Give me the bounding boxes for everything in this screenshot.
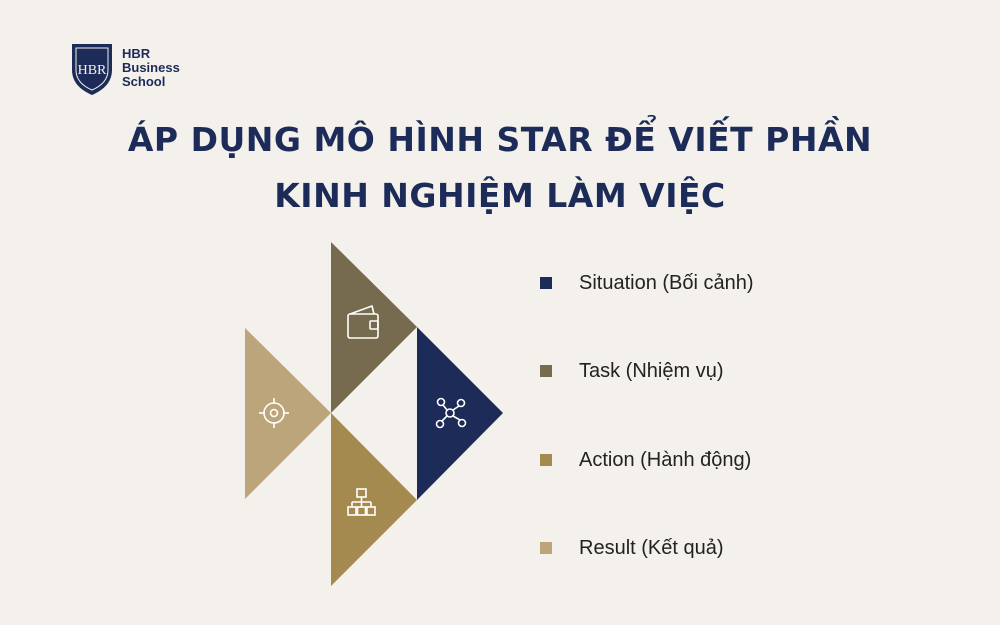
legend-label: Situation (Bối cảnh) [579,271,754,294]
hbr-logo: HBR HBR Business School [68,40,198,98]
legend-item-situation: Situation (Bối cảnh) [540,268,840,298]
logo-wordmark: HBR Business School [122,47,180,89]
shield-logo-icon: HBR [72,44,112,95]
logo-line-3: School [122,74,166,89]
legend-item-task: Task (Nhiệm vụ) [540,356,840,386]
legend-item-result: Result (Kết quả) [540,533,840,563]
legend-label: Action (Hành động) [579,448,752,471]
situation-triangle [417,327,503,500]
legend-item-action: Action (Hành động) [540,445,840,475]
hierarchy-icon [347,488,376,516]
target-icon [259,398,289,428]
legend-label: Result (Kết quả) [579,536,724,559]
logo-line-1: HBR [122,46,151,61]
logo-monogram: HBR [78,63,107,78]
wallet-icon [347,305,379,339]
page-title: ÁP DỤNG MÔ HÌNH STAR ĐỂ VIẾT PHẦN KINH N… [0,112,1000,224]
network-icon [435,397,467,429]
logo-line-2: Business [122,60,180,75]
legend-label: Task (Nhiệm vụ) [579,359,724,382]
legend-swatch [540,277,552,289]
action-triangle [331,413,417,586]
title-line-1: ÁP DỤNG MÔ HÌNH STAR ĐỂ VIẾT PHẦN [127,120,873,159]
legend-swatch [540,365,552,377]
legend-swatch [540,454,552,466]
legend-swatch [540,542,552,554]
title-line-2: KINH NGHIỆM LÀM VIỆC [274,176,726,215]
task-triangle [331,242,417,413]
